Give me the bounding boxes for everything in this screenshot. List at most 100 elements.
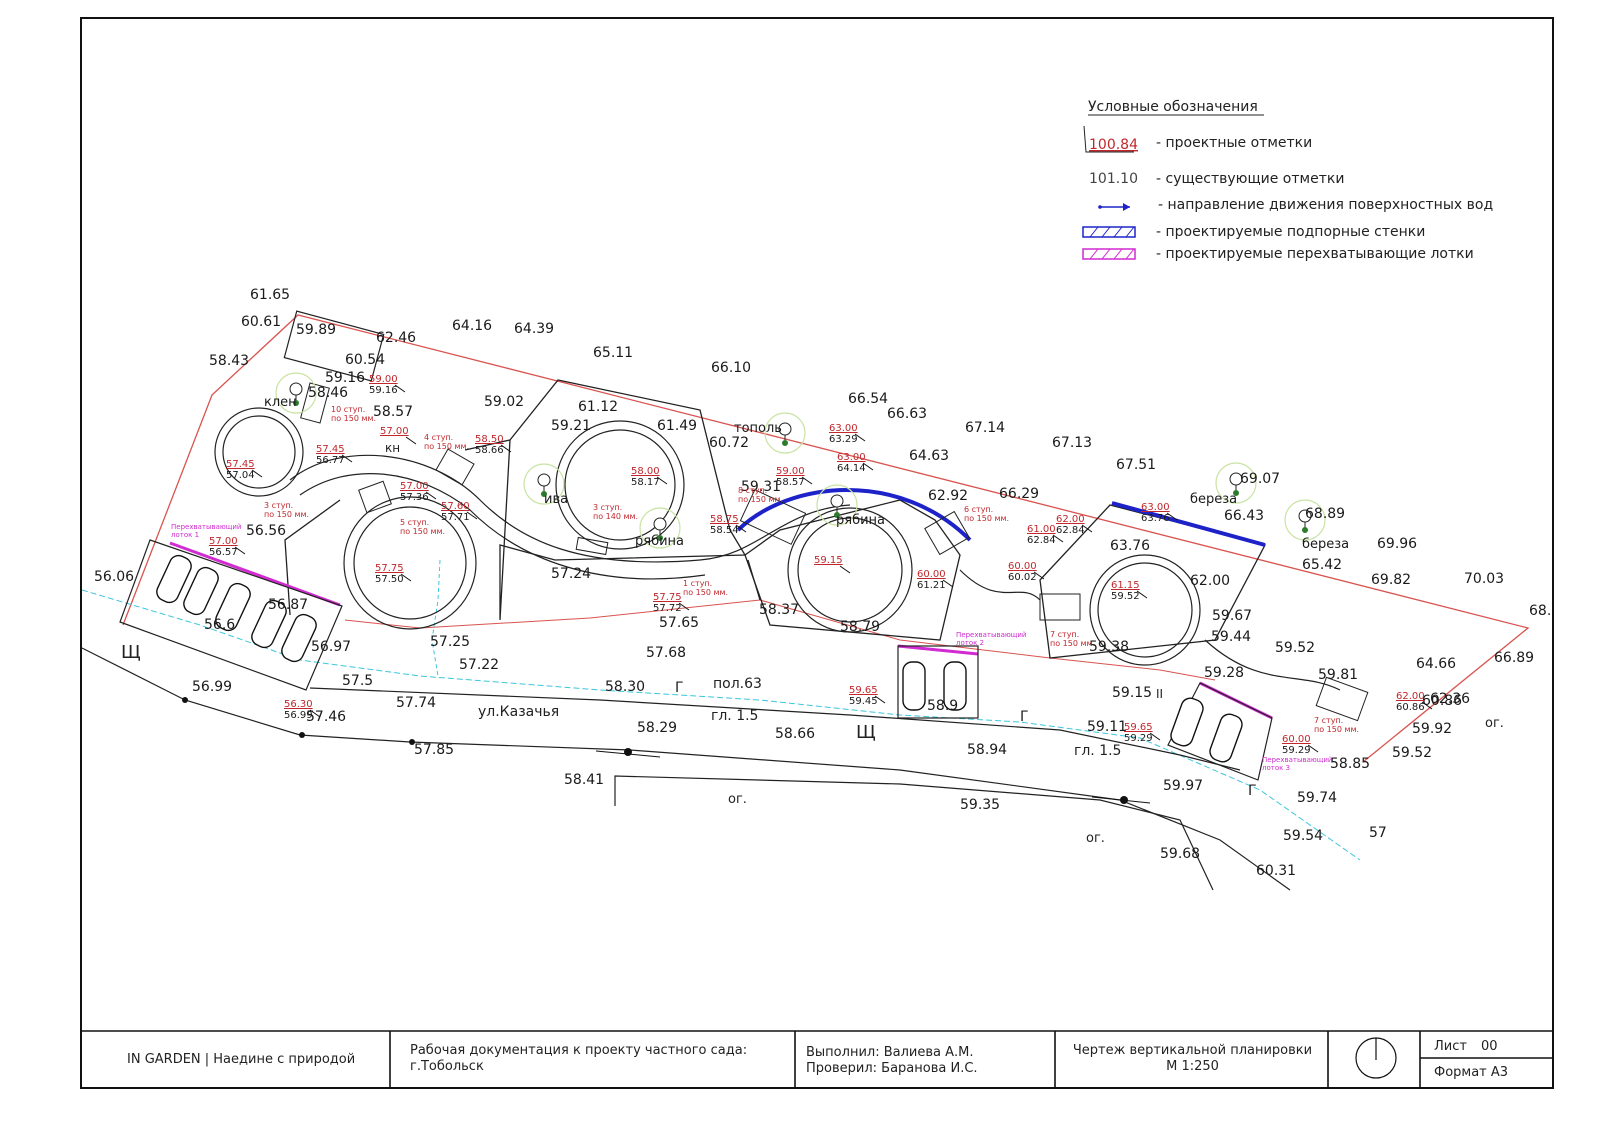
existing-elevation-mark: 57.24 [551, 566, 591, 582]
annotation-og-3: ог. [1485, 716, 1504, 731]
svg-text:по 150 мм.: по 150 мм. [1050, 639, 1095, 648]
svg-text:по 140 мм.: по 140 мм. [593, 512, 638, 521]
existing-elevation-value: 60.02 [1008, 572, 1037, 583]
existing-elevation-mark: 62.00 [1190, 573, 1230, 589]
existing-elevation-mark: 66.43 [1224, 508, 1264, 524]
project-elevation-value: 59.00 [369, 374, 398, 385]
svg-text:4 ступ.: 4 ступ. [424, 433, 453, 442]
stairs-note: 1 ступ.по 150 мм. [683, 579, 728, 597]
stairs-note: 4 ступ.по 150 мм. [424, 433, 469, 451]
svg-text:8 ступ.: 8 ступ. [738, 486, 767, 495]
legend-item-project-marks: - проектные отметки [1156, 135, 1312, 151]
retaining-wall-arc [736, 488, 972, 542]
drain-tray-2 [897, 644, 979, 656]
project-elevation-value: 58.00 [631, 466, 660, 477]
existing-elevation-mark: 56.56 [246, 523, 286, 539]
annotation-ii: II [1156, 687, 1163, 701]
legend-sample-project-mark: 100.84 [1089, 137, 1138, 153]
svg-text:7 ступ.: 7 ступ. [1314, 716, 1343, 725]
project-elevation-value: 60.00 [917, 569, 946, 580]
existing-elevation-mark: 60.72 [709, 435, 749, 451]
stairs-note: 6 ступ.по 150 мм. [964, 505, 1009, 523]
svg-text:Перехватывающий: Перехватывающий [1262, 756, 1332, 764]
existing-elevation-value: 57.71 [441, 512, 470, 523]
existing-elevation-mark: 57.22 [459, 657, 499, 673]
svg-text:Перехватывающий: Перехватывающий [171, 523, 241, 531]
existing-elevation-value: 56.77 [316, 455, 345, 466]
existing-elevation-value: 58.54 [710, 525, 739, 536]
svg-text:лоток 3: лоток 3 [1262, 764, 1290, 772]
existing-elevation-mark: 65.11 [593, 345, 633, 361]
project-elevation-value: 57.75 [375, 563, 404, 574]
annotation-kn: кн [385, 441, 400, 455]
existing-elevation-value: 59.16 [369, 385, 398, 396]
existing-elevation-value: 63.29 [829, 434, 858, 445]
legend: Условные обозначения 100.84 - проектные … [1082, 99, 1493, 262]
project-elevation-value: 59.65 [849, 685, 878, 696]
sheet-frame [80, 17, 1554, 1089]
tree-icon: тополь [734, 412, 806, 454]
existing-elevation-mark: 70.03 [1464, 571, 1504, 587]
svg-text:Перехватывающий: Перехватывающий [956, 631, 1026, 639]
existing-elevation-mark: 62.46 [376, 330, 416, 346]
project-elevation-value: 61.15 [1111, 580, 1140, 591]
existing-elevation-mark: 57.46 [306, 709, 346, 725]
legend-item-retaining-walls: - проектируемые подпорные стенки [1156, 224, 1425, 240]
retaining-wall-hatch-icon [1082, 226, 1136, 238]
annotation-g-2: Г [1020, 709, 1029, 725]
existing-elevation-mark: 67.13 [1052, 435, 1092, 451]
sheet-label: Лист [1434, 1039, 1467, 1054]
site-boundary [122, 314, 1530, 763]
project-elevation-value: 62.00 [1056, 514, 1085, 525]
existing-elevation-mark: 59.21 [551, 418, 591, 434]
existing-elevation-mark: 64.16 [452, 318, 492, 334]
existing-elevation-mark: 59.89 [296, 322, 336, 338]
project-elevation-value: 57.60 [441, 501, 470, 512]
existing-elevation-mark: 59.02 [484, 394, 524, 410]
project-elevation-value: 57.00 [380, 426, 409, 437]
project-elevation-value: 63.00 [837, 452, 866, 463]
existing-elevation-mark: 59.74 [1297, 790, 1337, 806]
existing-elevation-mark: 58.9 [927, 698, 958, 714]
project-elevation-value: 56.30 [284, 699, 313, 710]
performed-by: Выполнил: Валиева А.М. [806, 1045, 974, 1060]
annotation-sch-1: Щ [121, 642, 141, 663]
existing-elevation-mark: 59.11 [1087, 719, 1127, 735]
existing-elevation-mark: 59.67 [1212, 608, 1252, 624]
existing-elevation-value: 59.29 [1282, 745, 1311, 756]
existing-elevation-mark: 60.31 [1256, 863, 1296, 879]
existing-elevation-mark: 58.41 [564, 772, 604, 788]
existing-elevation-mark: 64.66 [1416, 656, 1456, 672]
annotation-gl-2: гл. 1.5 [1074, 743, 1121, 759]
existing-elevation-value: 56.57 [209, 547, 238, 558]
tree-icon: береза [1190, 462, 1257, 507]
annotation-pol: пол.63 [713, 676, 762, 692]
project-elevation-value: 60.00 [1008, 561, 1037, 572]
existing-elevation-mark: 57 [1369, 825, 1387, 841]
project-elevation-value: 57.75 [653, 592, 682, 603]
existing-elevation-mark: 59.44 [1211, 629, 1251, 645]
annotation-og-1: ог. [728, 792, 747, 807]
annotation-g-1: Г [675, 680, 684, 696]
project-elevation-value: 57.00 [400, 481, 429, 492]
design-edge-line [344, 599, 1216, 681]
project-elevation-mark: 57.00 [380, 426, 417, 445]
drain-tray-hatch-icon [1082, 248, 1136, 260]
existing-elevation-mark: 61.49 [657, 418, 697, 434]
tree-label: тополь [734, 421, 782, 436]
drain-tray-1 [169, 541, 341, 607]
svg-text:по 150 мм.: по 150 мм. [683, 588, 728, 597]
annotation-gl-1: гл. 1.5 [711, 708, 758, 724]
tree-label: рябина [635, 534, 684, 549]
